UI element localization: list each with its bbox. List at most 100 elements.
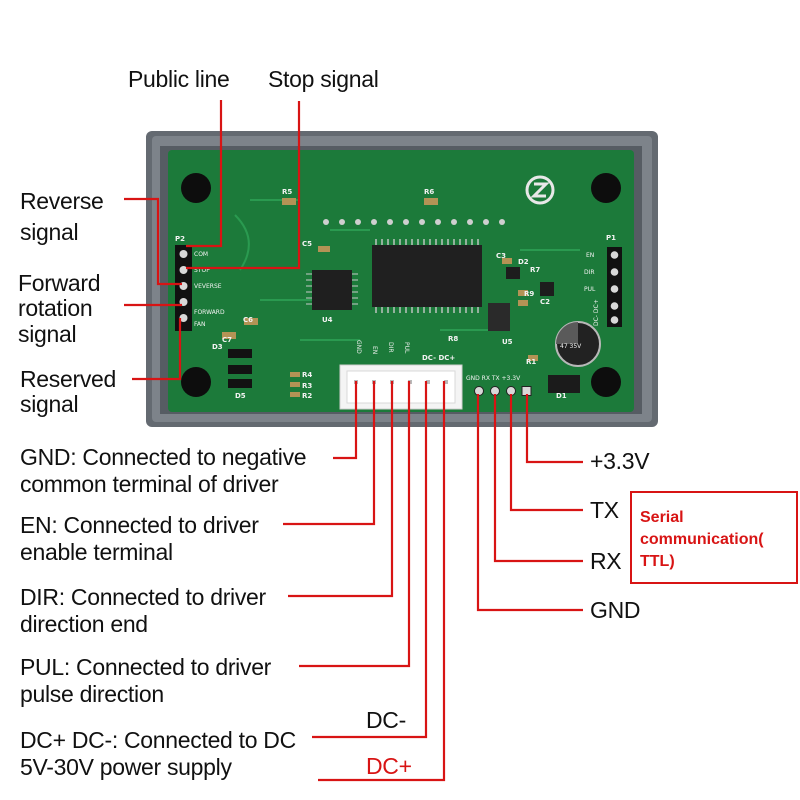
svg-text:R1: R1 <box>526 358 536 366</box>
label-dir-line1: DIR: Connected to driver <box>20 584 266 610</box>
label-public-line: Public line <box>128 66 230 92</box>
mount-hole <box>181 367 211 397</box>
callout-pul <box>299 381 411 668</box>
svg-text:R6: R6 <box>424 188 434 196</box>
label-3v3: +3.3V <box>590 448 650 474</box>
callout-stop-signal <box>186 101 301 270</box>
pcb-board <box>168 150 634 412</box>
callout-reserved <box>132 318 182 381</box>
svg-text:R7: R7 <box>530 266 540 274</box>
label-gnd-serial: GND <box>590 597 641 623</box>
label-reverse-line1: Reverse <box>20 188 104 214</box>
svg-text:DC- DC+: DC- DC+ <box>593 299 600 326</box>
label-forward-line3: signal <box>18 321 77 347</box>
svg-text:GND RX TX +3.3V: GND RX TX +3.3V <box>466 375 521 382</box>
svg-text:DIR: DIR <box>584 269 595 276</box>
callout-en <box>283 381 376 526</box>
label-dc-line2: 5V-30V power supply <box>20 754 232 780</box>
label-reverse-line2: signal <box>20 219 79 245</box>
label-dir-line2: direction end <box>20 611 148 637</box>
callout-gnd <box>333 381 358 460</box>
svg-text:PUL: PUL <box>403 342 410 354</box>
ic-u5 <box>488 303 510 331</box>
p2-header <box>175 245 192 331</box>
label-pul-line2: pulse direction <box>20 681 164 707</box>
serial-pads <box>470 384 532 398</box>
svg-text:GND: GND <box>355 340 362 354</box>
mount-hole <box>181 173 211 203</box>
silkscreen: P2 P1 R5 R6 C5 U4 U5 R8 C6 C7 D1 D2 D3 D… <box>175 188 616 400</box>
svg-text:R9: R9 <box>524 290 534 298</box>
svg-text:R8: R8 <box>448 335 458 343</box>
callout-tx <box>509 394 583 512</box>
svg-text:FORWARD: FORWARD <box>194 309 225 316</box>
svg-text:R2: R2 <box>302 392 312 400</box>
svg-text:STOP: STOP <box>194 267 210 274</box>
svg-text:R5: R5 <box>282 188 292 196</box>
main-ic <box>372 245 482 307</box>
svg-text:U4: U4 <box>322 316 333 324</box>
serial-communication-text: Serial communication( TTL) <box>640 507 764 573</box>
svg-text:D3: D3 <box>212 343 223 351</box>
label-forward-line1: Forward <box>18 270 101 296</box>
serial-line1: Serial <box>640 509 684 526</box>
label-en-line1: EN: Connected to driver <box>20 512 259 538</box>
callout-3v3 <box>525 394 583 464</box>
label-tx: TX <box>590 497 619 523</box>
callout-reverse <box>124 197 182 286</box>
label-forward-line2: rotation <box>18 295 93 321</box>
mount-hole <box>591 367 621 397</box>
label-stop-signal: Stop signal <box>268 66 379 92</box>
diode-d5 <box>228 379 252 388</box>
label-reserved-line1: Reserved <box>20 366 117 392</box>
serial-communication-box: Serial communication( TTL) <box>630 491 798 584</box>
svg-text:DC- DC+: DC- DC+ <box>422 354 455 362</box>
callout-gnd-serial <box>476 394 583 612</box>
svg-text:C6: C6 <box>243 316 253 324</box>
label-dc-plus: DC+ <box>366 753 412 779</box>
callout-dc-plus <box>318 381 446 782</box>
label-dc-line1: DC+ DC-: Connected to DC <box>20 727 296 753</box>
svg-text:C7: C7 <box>222 336 232 344</box>
diode-d4 <box>228 365 252 374</box>
label-reserved-line2: signal <box>20 391 79 417</box>
label-rx: RX <box>590 548 622 574</box>
callout-dc-minus <box>312 381 428 739</box>
p1-header <box>607 247 622 327</box>
svg-text:D5: D5 <box>235 392 246 400</box>
svg-text:DIR: DIR <box>387 342 394 353</box>
label-en-line2: enable terminal <box>20 539 173 565</box>
svg-text:D1: D1 <box>556 392 567 400</box>
serial-line2: communication( <box>640 531 764 548</box>
svg-text:C2: C2 <box>540 298 550 306</box>
svg-text:VEVERSE: VEVERSE <box>194 283 222 290</box>
svg-text:47 35V: 47 35V <box>560 343 582 350</box>
label-gnd-line1: GND: Connected to negative <box>20 444 307 470</box>
callout-dir <box>288 381 394 598</box>
power-signal-connector <box>339 364 463 410</box>
svg-text:C3: C3 <box>496 252 506 260</box>
svg-text:PUL: PUL <box>584 286 596 293</box>
diode-d1 <box>548 375 580 393</box>
brand-logo <box>525 175 555 205</box>
label-gnd-line2: common terminal of driver <box>20 471 279 497</box>
callout-lines <box>124 100 583 782</box>
svg-text:U5: U5 <box>502 338 513 346</box>
svg-text:EN: EN <box>586 252 594 259</box>
svg-text:FAN: FAN <box>194 321 206 328</box>
serial-line3: TTL) <box>640 553 675 570</box>
svg-text:R3: R3 <box>302 382 312 390</box>
svg-text:C5: C5 <box>302 240 312 248</box>
svg-text:COM: COM <box>194 251 208 258</box>
callout-rx <box>493 394 583 563</box>
label-pul-line1: PUL: Connected to driver <box>20 654 272 680</box>
diode-d3 <box>228 349 252 358</box>
ic-u4 <box>312 270 352 310</box>
svg-text:D2: D2 <box>518 258 529 266</box>
callout-public-line <box>186 100 223 248</box>
svg-text:P2: P2 <box>175 235 185 243</box>
svg-text:P1: P1 <box>606 234 616 242</box>
label-dc-minus: DC- <box>366 707 406 733</box>
